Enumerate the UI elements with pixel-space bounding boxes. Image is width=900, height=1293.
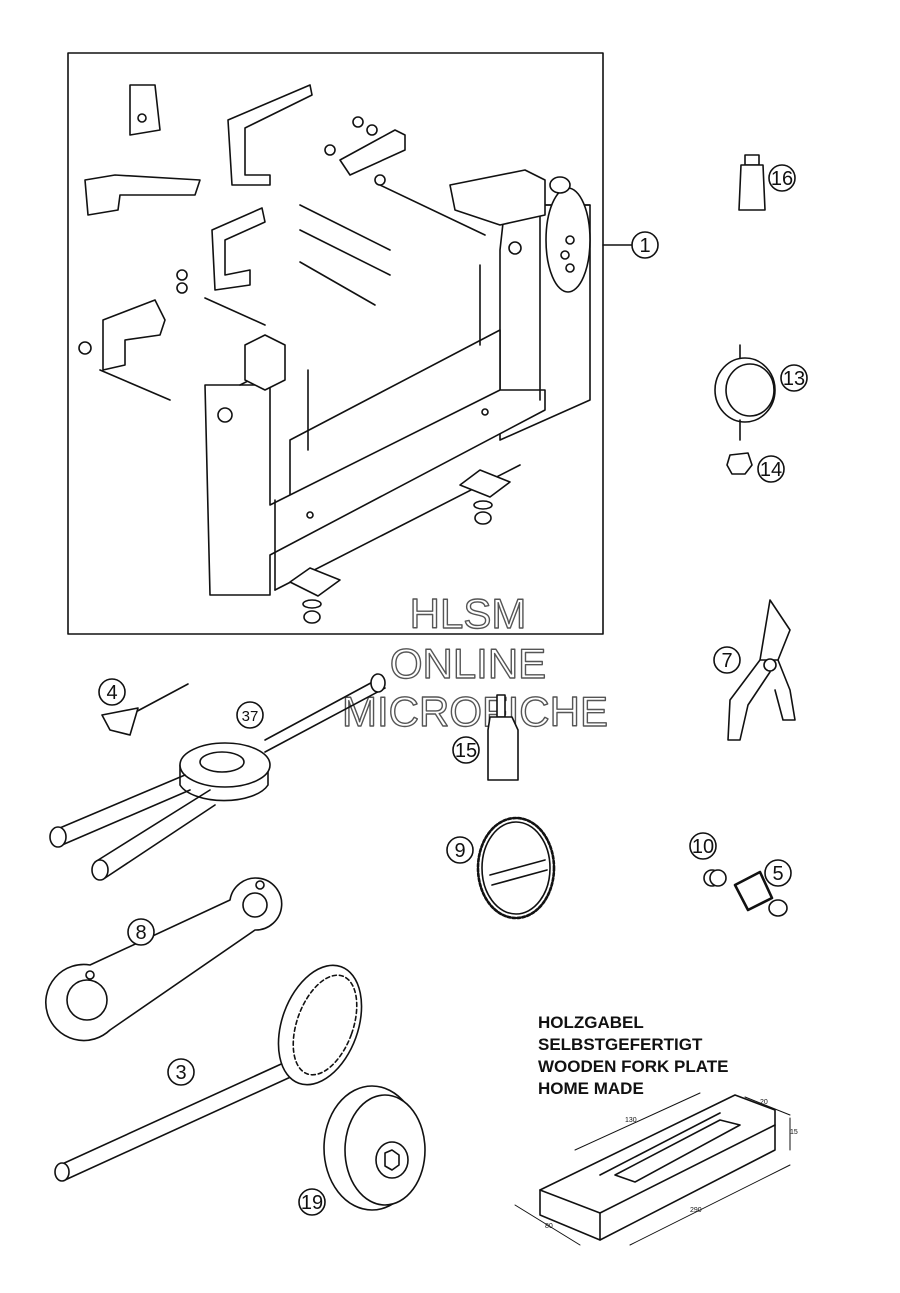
small-puller-tool [101, 683, 189, 736]
dimension-lines: 130 20 15 290 80 [514, 1092, 798, 1246]
callout-10: 10 [689, 832, 717, 860]
svg-text:19: 19 [301, 1192, 323, 1214]
callout-8: 8 [127, 918, 155, 946]
callout-9: 9 [446, 836, 474, 864]
svg-text:15: 15 [455, 740, 477, 762]
svg-text:HOME MADE: HOME MADE [538, 1079, 644, 1098]
svg-text:HLSM: HLSM [410, 590, 527, 637]
svg-text:9: 9 [454, 840, 465, 862]
svg-text:130: 130 [625, 1117, 637, 1124]
circlip-pliers [727, 599, 796, 741]
flywheel-puller [49, 673, 386, 881]
wooden-fork-plate [539, 1094, 776, 1241]
svg-text:10: 10 [692, 836, 714, 858]
svg-text:20: 20 [760, 1099, 768, 1106]
svg-text:ONLINE: ONLINE [390, 640, 546, 687]
callout-1: 1 [602, 231, 659, 259]
loctite-bottle [738, 154, 766, 211]
callout-15: 15 [452, 736, 480, 764]
svg-text:16: 16 [771, 168, 793, 190]
svg-text:15: 15 [790, 1129, 798, 1136]
svg-text:80: 80 [545, 1223, 553, 1230]
clutch-holder [54, 964, 363, 1182]
callout-37: 37 [236, 701, 264, 729]
callout-14: 14 [757, 455, 785, 483]
stand-brackets [78, 84, 486, 451]
small-sleeve [703, 869, 727, 887]
svg-text:3: 3 [175, 1062, 186, 1084]
watermark: HLSM ONLINE MICROFICHE [341, 589, 608, 735]
dial-gauge [714, 344, 776, 441]
svg-text:WOODEN FORK PLATE: WOODEN FORK PLATE [538, 1057, 728, 1076]
svg-text:HOLZGABEL: HOLZGABEL [538, 1013, 644, 1032]
svg-text:37: 37 [242, 708, 259, 725]
svg-text:7: 7 [721, 650, 732, 672]
svg-text:13: 13 [783, 368, 805, 390]
callout-13: 13 [780, 364, 808, 392]
gear-holder [476, 816, 556, 920]
callout-5: 5 [764, 859, 792, 887]
svg-text:8: 8 [135, 922, 146, 944]
callout-16: 16 [768, 164, 796, 192]
engine-stand-drawing [204, 169, 591, 624]
svg-text:1: 1 [639, 235, 650, 257]
svg-text:14: 14 [760, 459, 782, 481]
callout-3: 3 [167, 1058, 195, 1086]
special-screw [733, 870, 788, 917]
callout-7: 7 [713, 646, 741, 674]
svg-text:MICROFICHE: MICROFICHE [342, 688, 608, 735]
callout-19: 19 [298, 1188, 326, 1216]
svg-text:290: 290 [690, 1207, 702, 1214]
gauge-adapter [726, 452, 753, 475]
fork-plate-note: HOLZGABEL SELBSTGEFERTIGT WOODEN FORK PL… [538, 1013, 728, 1098]
svg-text:5: 5 [772, 863, 783, 885]
rotor-holder [323, 1085, 426, 1211]
svg-text:SELBSTGEFERTIGT: SELBSTGEFERTIGT [538, 1035, 703, 1054]
assembly-oil-bottle [487, 694, 519, 781]
pin-wrench [45, 877, 283, 1042]
svg-text:4: 4 [106, 682, 117, 704]
callout-4: 4 [98, 678, 126, 706]
